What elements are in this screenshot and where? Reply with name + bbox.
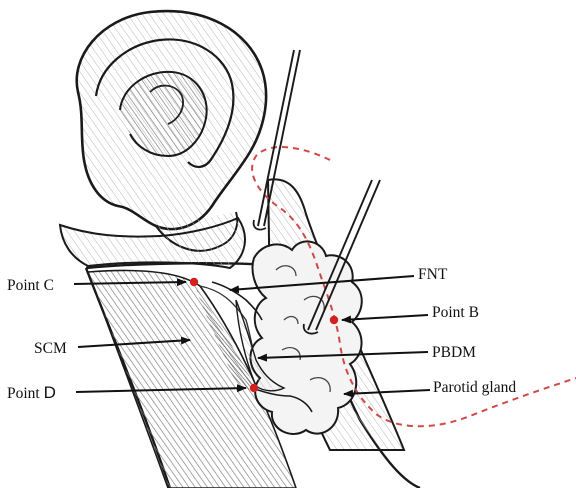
label-point-d-prefix: Point — [7, 385, 44, 402]
label-pbdm: PBDM — [432, 344, 476, 361]
label-scm: SCM — [34, 340, 67, 357]
point-b-marker — [330, 316, 338, 324]
point-d-marker — [250, 384, 258, 392]
ear — [77, 11, 266, 251]
point-c-marker — [190, 278, 198, 286]
label-point-c: Point C — [7, 277, 54, 294]
label-point-d: Point D — [7, 383, 56, 402]
parotid-gland — [250, 241, 361, 434]
label-fnt: FNT — [418, 266, 448, 283]
label-parotid-gland: Parotid gland — [433, 379, 516, 396]
label-point-b: Point B — [432, 304, 479, 321]
label-point-d-letter: D — [44, 383, 56, 402]
